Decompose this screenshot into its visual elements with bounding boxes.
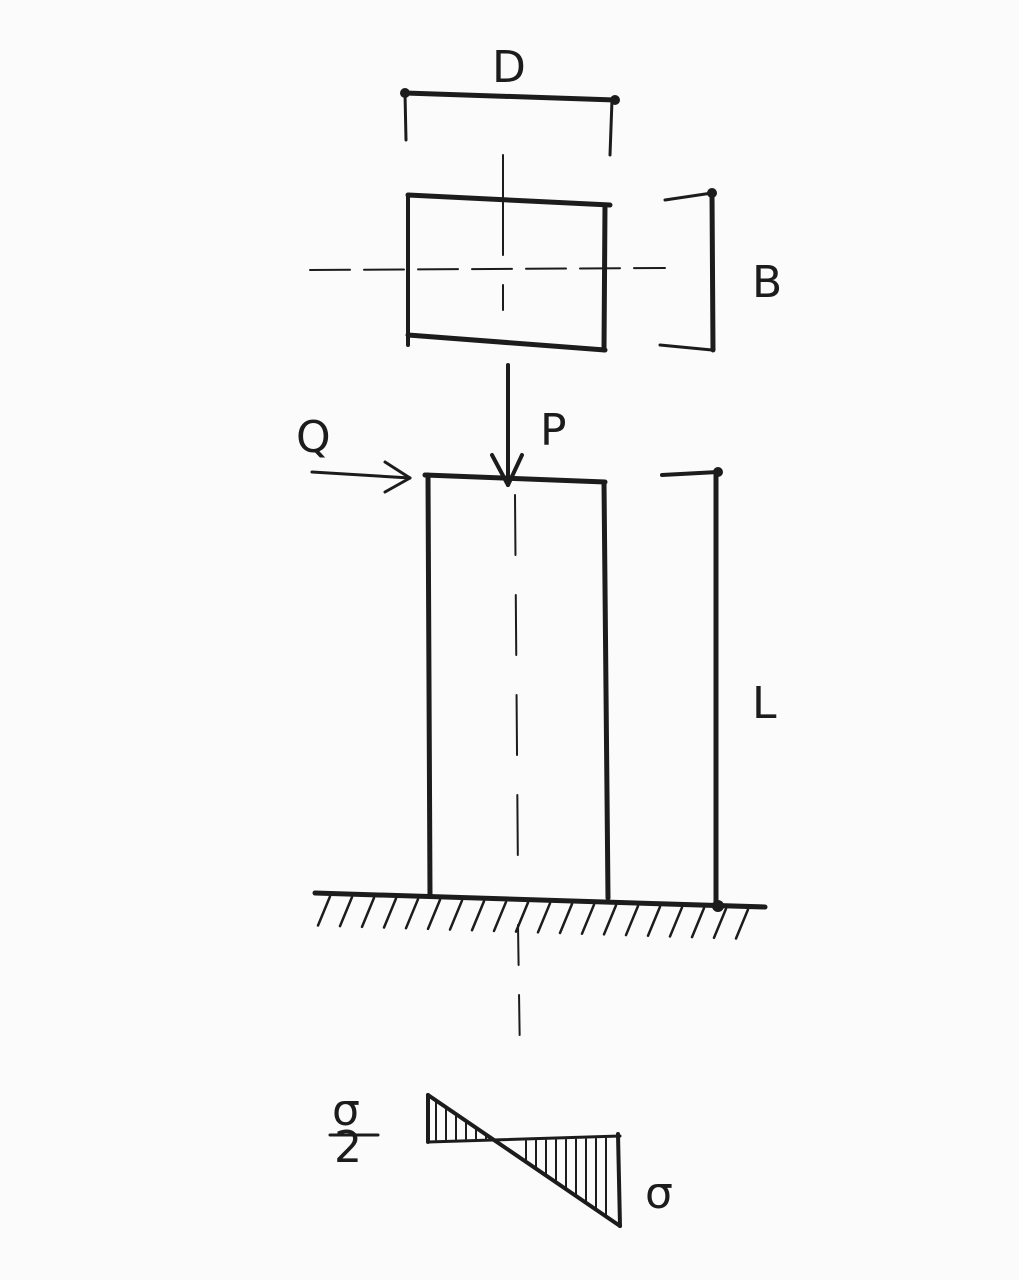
ground-hatch	[492, 900, 508, 933]
axial-load-arrow: P	[490, 363, 567, 487]
ground-hatch	[448, 899, 464, 931]
label-stress-max: σ	[645, 1168, 673, 1219]
ground-hatch	[316, 895, 332, 927]
ground-hatch	[580, 903, 596, 935]
ground-hatch	[602, 904, 618, 936]
dimension-l: L	[660, 467, 777, 908]
ground-hatch	[360, 896, 376, 929]
ground-hatch	[646, 905, 662, 937]
ground-hatch	[712, 907, 728, 940]
dimension-b: B	[658, 188, 782, 353]
stress-diagram: σ 2 σ	[328, 1085, 673, 1228]
ground-hatch	[338, 895, 354, 928]
horizontal-load-arrow: Q	[296, 412, 412, 494]
dimension-d: D	[400, 42, 620, 157]
label-stress-half-numerator: σ	[332, 1085, 360, 1136]
label-stress-half-denominator: 2	[334, 1122, 362, 1173]
ground-hatch	[734, 908, 750, 940]
label-b: B	[752, 257, 782, 308]
column	[422, 472, 611, 901]
label-p: P	[540, 405, 567, 456]
ground-hatch	[426, 898, 442, 931]
center-line	[517, 924, 521, 1061]
cross-section	[309, 154, 666, 353]
ground-hatch	[690, 906, 706, 939]
ground-hatch	[382, 897, 398, 929]
label-q: Q	[296, 412, 331, 463]
label-l: L	[752, 678, 777, 729]
label-d: D	[492, 42, 526, 93]
ground-hatch	[558, 902, 574, 935]
ground-hatch	[470, 900, 486, 932]
ground-hatch	[624, 904, 640, 937]
fixed-support	[312, 890, 768, 940]
ground-hatch	[668, 906, 684, 938]
ground-hatch	[536, 902, 552, 934]
ground-hatch	[404, 897, 420, 930]
